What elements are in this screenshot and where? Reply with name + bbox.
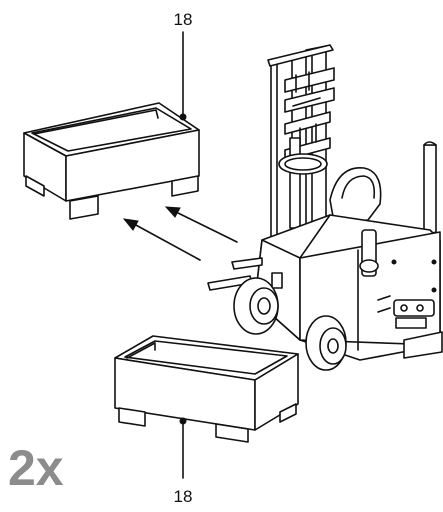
part-number-bottom: 18 (174, 487, 193, 506)
forklift-icon (207, 44, 443, 371)
crate-bottom (114, 335, 299, 443)
part-number-top: 18 (174, 10, 193, 29)
arrow-icon (122, 206, 238, 261)
quantity-label: 2x (8, 440, 64, 496)
crate-top (23, 102, 200, 220)
